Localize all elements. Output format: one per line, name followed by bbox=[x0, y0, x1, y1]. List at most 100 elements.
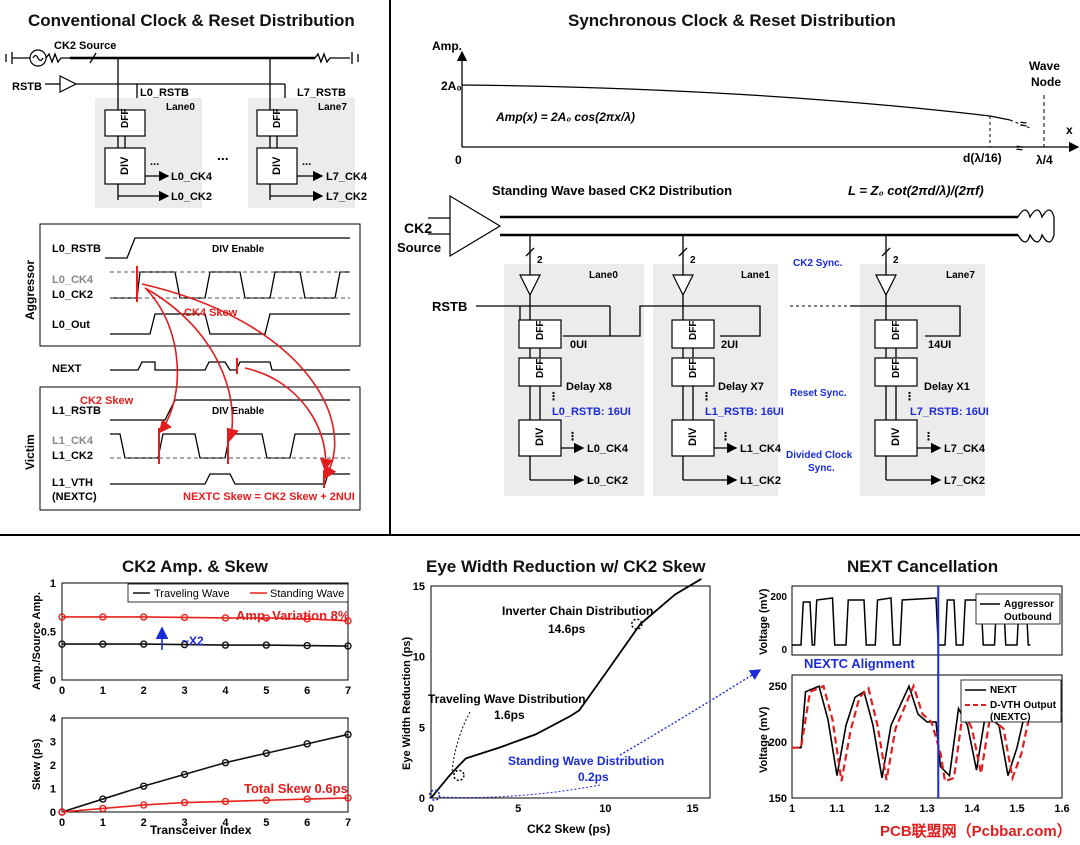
legend-standing: Standing Wave bbox=[270, 588, 344, 600]
aggr-div-enable: DIV Enable bbox=[212, 244, 265, 255]
lane7-dff-label: DFF bbox=[272, 109, 283, 128]
reset-sync-label: Reset Sync. bbox=[790, 388, 847, 399]
eye-xtick: 0 bbox=[428, 803, 434, 815]
skew-arrow-4 bbox=[244, 367, 333, 472]
lane0-div-label: DIV bbox=[119, 156, 131, 175]
skew-point bbox=[58, 808, 66, 816]
sync-l7-ck2: L7_CK2 bbox=[944, 475, 985, 487]
l-formula: L = Z₀ cot(2πd/λ)/(2πf) bbox=[848, 183, 984, 198]
skew-point bbox=[262, 796, 270, 804]
skew-ytick: 1 bbox=[50, 784, 56, 796]
lane7-dots: ⋮ bbox=[904, 391, 915, 403]
two-a0-label: 2A₀ bbox=[441, 79, 462, 93]
victim-label: Victim bbox=[23, 434, 37, 470]
amp-point bbox=[303, 615, 311, 623]
amp-point bbox=[221, 641, 230, 649]
amp-point bbox=[180, 640, 189, 649]
skew-point bbox=[180, 770, 189, 779]
amp-xtick: 5 bbox=[263, 685, 269, 697]
lane1-rstb-ui: L1_RSTB: 16UI bbox=[705, 406, 784, 418]
skew-xtick: 0 bbox=[59, 817, 65, 829]
lanes-ellipsis: ... bbox=[217, 147, 229, 163]
lane7-div-label: DIV bbox=[271, 156, 283, 175]
amp-xtick: 7 bbox=[345, 685, 351, 697]
next-title: NEXT Cancellation bbox=[847, 557, 998, 576]
aggr-ytick: 0 bbox=[781, 645, 787, 656]
watermark: PCB联盟网（Pcbbar.com） bbox=[880, 822, 1072, 840]
lane7-label: Lane7 bbox=[318, 102, 347, 113]
nextc-waveform bbox=[792, 683, 1062, 783]
skew-xtick: 1 bbox=[100, 817, 106, 829]
source-label: Source bbox=[397, 240, 441, 255]
legend-dvth-2: (NEXTC) bbox=[990, 712, 1031, 723]
ck2-source-label: CK2 Source bbox=[54, 40, 116, 52]
l7-rstb-label: L7_RSTB bbox=[297, 87, 346, 99]
lane1-ui: 2UI bbox=[721, 339, 738, 351]
next-panel: NEXT Cancellation Voltage (mV) Voltage (… bbox=[758, 557, 1070, 815]
skew-point bbox=[140, 801, 148, 809]
next-xtick: 1.2 bbox=[874, 803, 889, 815]
skew-xtick: 7 bbox=[345, 817, 351, 829]
skew-point bbox=[303, 795, 311, 803]
skew-xtick: 3 bbox=[182, 817, 188, 829]
skew-point bbox=[140, 782, 148, 790]
next-legend bbox=[960, 679, 1062, 723]
amp-point bbox=[262, 641, 270, 649]
standing-wave-label: Standing Wave based CK2 Distribution bbox=[492, 183, 732, 198]
div-sync-label-2: Sync. bbox=[808, 463, 835, 474]
skew-arrow-3 bbox=[141, 283, 337, 480]
skew-ytick: 4 bbox=[50, 713, 57, 725]
sync-lane1-label: Lane1 bbox=[741, 270, 770, 281]
standing-pointer bbox=[439, 784, 601, 798]
eye-axes bbox=[430, 585, 711, 799]
aggressor-box bbox=[39, 223, 361, 347]
synchronous-panel: Synchronous Clock & Reset Distribution A… bbox=[397, 11, 1080, 496]
lane0-ui: 0UI bbox=[570, 339, 587, 351]
conventional-title: Conventional Clock & Reset Distribution bbox=[28, 11, 355, 30]
victim-l1-ck2: L1_CK2 bbox=[52, 450, 93, 462]
aggressor-label: Aggressor bbox=[23, 260, 37, 320]
eye-title: Eye Width Reduction w/ CK2 Skew bbox=[426, 557, 706, 576]
skew-ytick: 3 bbox=[50, 737, 56, 749]
lane1-buffer bbox=[672, 274, 694, 297]
sync-lane7-label: Lane7 bbox=[946, 270, 975, 281]
victim-div-enable: DIV Enable bbox=[212, 406, 265, 417]
ck2amp-legend bbox=[127, 583, 349, 603]
victim-box bbox=[39, 386, 361, 511]
traveling-pointer bbox=[451, 711, 471, 773]
ck2amp-panel: CK2 Amp. & Skew Amp./Source Amp. Skew (p… bbox=[31, 557, 352, 837]
sync-lane0-label: Lane0 bbox=[589, 270, 618, 281]
skew-point bbox=[180, 798, 189, 807]
amp-point bbox=[262, 614, 270, 622]
amp-point bbox=[99, 640, 107, 648]
amp-point bbox=[344, 642, 352, 650]
skew-ytick: 0 bbox=[50, 807, 56, 819]
inverter-label-1: Inverter Chain Distribution bbox=[502, 604, 653, 618]
lane1-dff2-label: DFF bbox=[688, 359, 699, 378]
conventional-panel: Conventional Clock & Reset Distribution … bbox=[5, 11, 368, 511]
eye-ytick: 5 bbox=[419, 722, 425, 734]
legend-next: NEXT bbox=[990, 685, 1017, 696]
aggressor-legend bbox=[975, 593, 1061, 625]
lane1-div-label: DIV bbox=[687, 427, 699, 446]
ck2-sync-label: CK2 Sync. bbox=[793, 258, 843, 269]
lane0-dff1-label: DFF bbox=[535, 321, 546, 340]
node-label: Node bbox=[1031, 75, 1061, 89]
lambda4-label: λ/4 bbox=[1036, 153, 1053, 167]
rstb-label: RSTB bbox=[12, 81, 42, 93]
lane7-stack: DFF DFF ⋮ DIV ⋮ 14UI Delay X1 L7_RSTB: 1… bbox=[874, 319, 989, 487]
next-xtick: 1.5 bbox=[1009, 803, 1024, 815]
synchronous-title: Synchronous Clock & Reset Distribution bbox=[568, 11, 896, 30]
lane7-div bbox=[256, 147, 298, 185]
l0-ck2-label: L0_CK2 bbox=[171, 191, 212, 203]
lane1-bus-width: 2 bbox=[690, 255, 696, 266]
ck2-label: CK2 bbox=[404, 220, 432, 236]
skew-point bbox=[221, 758, 230, 767]
skew-xtick: 6 bbox=[304, 817, 310, 829]
sync-l0-ck2: L0_CK2 bbox=[587, 475, 628, 487]
lane0-delay: Delay X8 bbox=[566, 381, 612, 393]
amp-xtick: 4 bbox=[222, 685, 229, 697]
